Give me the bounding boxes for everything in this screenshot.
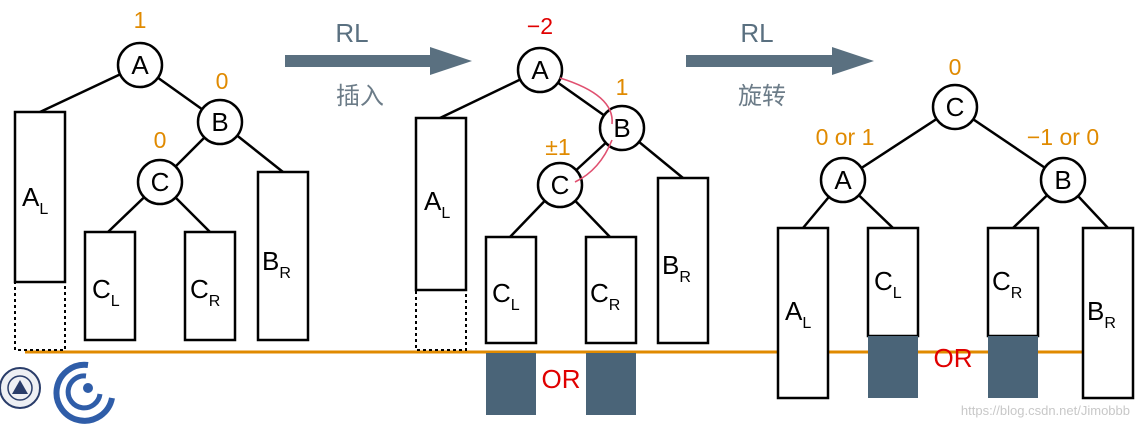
arrow-insert: RL 插入	[285, 18, 472, 110]
bf-b: −1 or 0	[1027, 124, 1099, 150]
node-a	[116, 41, 164, 89]
bf-c: ±1	[545, 134, 570, 160]
node-b	[598, 104, 646, 152]
subtree-cl-label: CL	[92, 274, 120, 310]
node-b-label: B	[211, 107, 228, 137]
subtree-cr-label: CR	[590, 278, 620, 314]
subtree-al	[414, 116, 468, 292]
subtree-cl-label: CL	[874, 266, 902, 302]
node-b	[196, 98, 244, 146]
inserted-level-cl	[868, 336, 918, 398]
subtree-cl	[484, 235, 538, 345]
arrow-shaft	[285, 55, 435, 67]
arrow-head	[832, 47, 874, 75]
rotation-path-b-c	[574, 139, 613, 183]
node-a-label: A	[131, 50, 149, 80]
subtree-cr-label: CR	[190, 274, 220, 310]
subtree-cl-label: CL	[492, 278, 520, 314]
course-swirl-logo	[53, 361, 115, 424]
subtree-cr	[584, 235, 638, 345]
subtree-br-label: BR	[262, 246, 291, 282]
subtree-al-label: AL	[424, 186, 450, 222]
node-c-label: C	[551, 170, 570, 200]
bf-a: 0 or 1	[816, 124, 875, 150]
inserted-level-cr	[988, 336, 1038, 398]
watermark: https://blog.csdn.net/Jimobbb	[961, 403, 1130, 418]
bf-b: 1	[616, 74, 629, 100]
subtree-al-extension	[14, 281, 66, 351]
or-label-tree2: OR	[542, 364, 581, 394]
subtree-br	[1081, 226, 1135, 400]
bf-a: −2	[527, 13, 553, 39]
subtree-al-label: AL	[785, 296, 811, 332]
subtree-al-extension	[415, 289, 467, 351]
arrow-insert-bottom-label: 插入	[336, 82, 384, 110]
bf-a: 1	[134, 7, 147, 33]
inserted-level-cl	[486, 353, 536, 415]
node-c-label: C	[151, 167, 170, 197]
bf-b: 0	[216, 68, 229, 94]
subtree-br	[256, 170, 310, 342]
arrow-shaft	[686, 55, 836, 67]
tree-after-insert: OR A B C AL CL CR BR −2 1 ±1	[414, 13, 710, 415]
inserted-level-cr	[586, 353, 636, 415]
arrow-insert-top-label: RL	[335, 18, 368, 48]
arrow-head	[430, 47, 472, 75]
bf-c: 0	[949, 54, 962, 80]
tree-after-rotation: OR C A B AL CL CR BR 0 0 or 1 −1 or 0	[776, 54, 1135, 400]
node-a-label: A	[531, 55, 549, 85]
node-c	[931, 83, 979, 131]
or-label-tree3: OR	[934, 343, 973, 373]
subtree-br-label: BR	[1087, 296, 1116, 332]
node-c	[136, 158, 184, 206]
subtree-al	[776, 226, 830, 400]
node-b	[1039, 156, 1087, 204]
node-b-label: B	[613, 113, 630, 143]
subtree-br	[656, 176, 710, 345]
rotation-path-a-b	[559, 77, 613, 125]
subtree-cr	[986, 226, 1040, 338]
arrow-rotate-top-label: RL	[740, 18, 773, 48]
node-b-label: B	[1054, 165, 1071, 195]
tree-before-insert: A B C AL CL CR BR 1 0 0	[13, 7, 310, 351]
subtree-cl	[83, 230, 137, 342]
subtree-br-label: BR	[662, 250, 691, 286]
node-c	[536, 161, 584, 209]
subtree-al-label: AL	[22, 182, 48, 218]
subtree-cr	[183, 230, 237, 342]
bf-c: 0	[154, 127, 167, 153]
node-c-label: C	[946, 92, 965, 122]
node-a-label: A	[834, 165, 852, 195]
node-a	[516, 46, 564, 94]
university-seal-logo	[0, 367, 41, 409]
node-a	[819, 156, 867, 204]
arrow-rotate: RL 旋转	[686, 18, 874, 110]
subtree-cr-label: CR	[992, 266, 1022, 302]
arrow-rotate-bottom-label: 旋转	[738, 82, 786, 110]
